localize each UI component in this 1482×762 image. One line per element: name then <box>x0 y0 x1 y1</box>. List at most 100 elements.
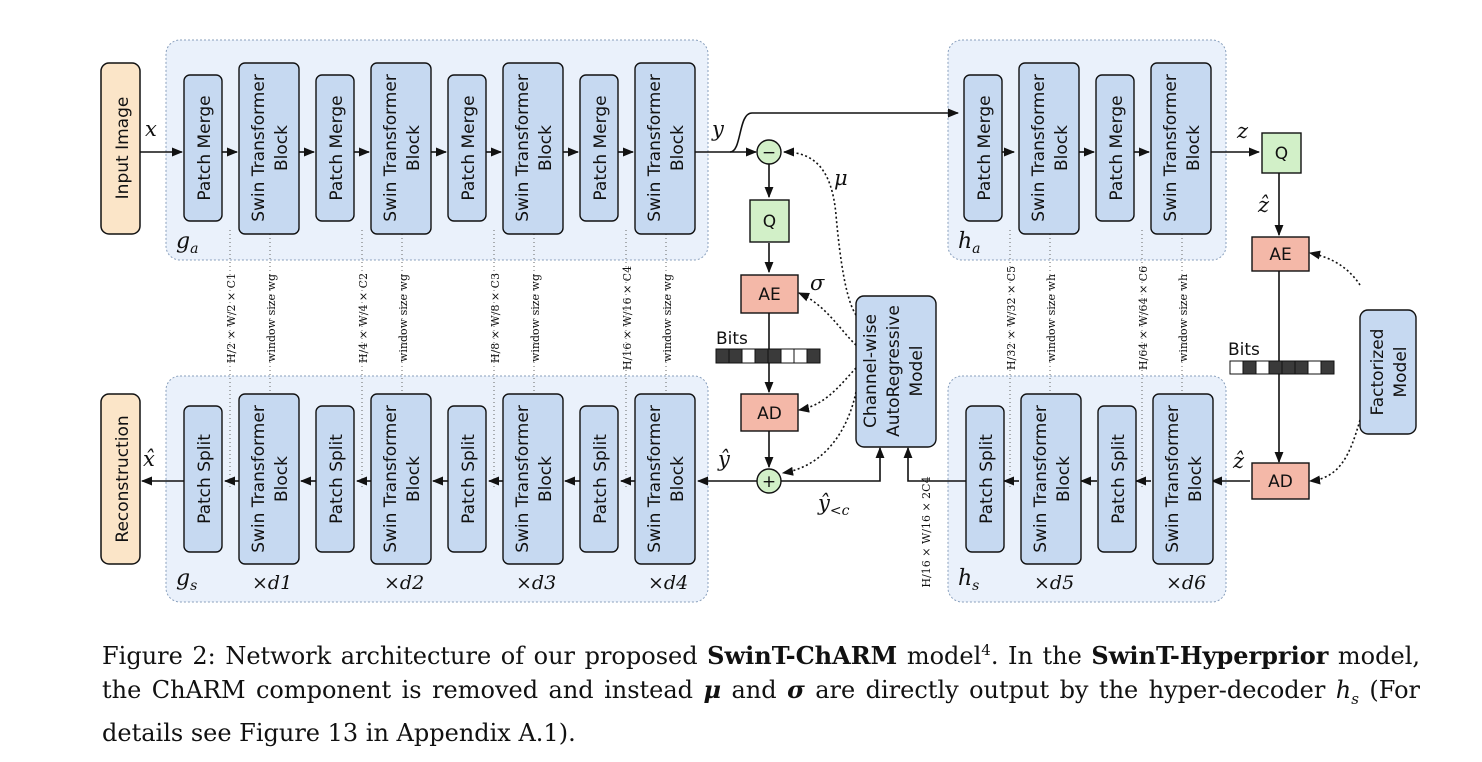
svg-text:Patch Split: Patch Split <box>195 434 215 524</box>
svg-text:Swin Transformer: Swin Transformer <box>513 74 533 222</box>
dotted-connections <box>781 147 1361 485</box>
architecture-diagram: Input Image Reconstruction Patch Merge S… <box>100 39 1417 603</box>
repeat-d4: ×d4 <box>648 572 688 594</box>
caption-text: model <box>897 642 982 670</box>
signal-sigma: σ <box>810 271 825 295</box>
svg-text:−: − <box>762 143 776 163</box>
svg-text:H/64 × W/64 × C6: H/64 × W/64 × C6 <box>1137 266 1150 370</box>
bitstream-right <box>1229 360 1335 375</box>
svg-text:Swin Transformer: Swin Transformer <box>249 74 269 222</box>
add-node: + <box>756 468 782 494</box>
svg-text:Patch Merge: Patch Merge <box>459 95 479 200</box>
svg-text:Block: Block <box>404 125 424 171</box>
svg-text:Swin Transformer: Swin Transformer <box>1029 74 1049 222</box>
ha-label: ha <box>958 229 981 257</box>
svg-text:H/16 × W/16 × C4: H/16 × W/16 × C4 <box>621 266 634 370</box>
arithmetic-encoder-right: AE <box>1251 236 1310 272</box>
svg-text:AD: AD <box>757 404 782 424</box>
gs-label: gs <box>176 566 197 594</box>
figure-caption: Figure 2: Network architecture of our pr… <box>102 633 1420 750</box>
quantizer-right: Q <box>1261 132 1302 174</box>
signal-z: z <box>1236 119 1249 143</box>
svg-text:Patch Split: Patch Split <box>591 434 611 524</box>
svg-text:AE: AE <box>758 285 780 305</box>
arithmetic-encoder-center: AE <box>740 274 799 314</box>
signal-x: x <box>145 117 157 141</box>
repeat-d2: ×d2 <box>384 572 424 594</box>
charm-model-block: Channel-wise AutoRegressive Model <box>855 295 937 448</box>
hs-swin-block-1: Swin Transformer Block <box>1020 393 1082 565</box>
svg-text:Block: Block <box>668 125 688 171</box>
ga-swin-block-4: Swin Transformer Block <box>634 62 696 235</box>
gs-swin-block-4: Swin Transformer Block <box>634 393 696 565</box>
svg-text:Reconstruction: Reconstruction <box>113 415 133 542</box>
ga-patch-merge-2: Patch Merge <box>315 74 355 222</box>
svg-text:Block: Block <box>668 456 688 502</box>
svg-text:H/4 × W/4 × C2: H/4 × W/4 × C2 <box>357 273 370 363</box>
svg-text:Swin Transformer: Swin Transformer <box>1161 74 1181 222</box>
svg-text:window size wg: window size wg <box>397 274 410 362</box>
repeat-d3: ×d3 <box>516 572 556 594</box>
svg-text:AE: AE <box>1269 245 1291 265</box>
svg-text:Block: Block <box>536 125 556 171</box>
gs-patch-split-1: Patch Split <box>183 405 223 553</box>
gs-patch-split-2: Patch Split <box>315 405 355 553</box>
ga-swin-block-2: Swin Transformer Block <box>370 62 432 235</box>
svg-text:Block: Block <box>404 456 424 502</box>
svg-text:Model: Model <box>1391 346 1411 397</box>
signal-y: y <box>711 117 725 141</box>
input-image-block: Input Image <box>100 62 141 235</box>
svg-text:H/8 × W/8 × C3: H/8 × W/8 × C3 <box>489 273 502 363</box>
svg-text:H/2 × W/2 × C1: H/2 × W/2 × C1 <box>225 273 238 363</box>
hs-patch-split-2: Patch Split <box>1097 405 1137 553</box>
svg-text:Patch Split: Patch Split <box>1109 434 1129 524</box>
gs-patch-split-3: Patch Split <box>447 405 487 553</box>
hs-swin-block-2: Swin Transformer Block <box>1152 393 1214 565</box>
ga-label: ga <box>176 229 198 257</box>
dimension-guides <box>229 230 1183 490</box>
svg-text:Block: Block <box>1054 456 1074 502</box>
ga-swin-block-3: Swin Transformer Block <box>502 62 564 235</box>
svg-text:+: + <box>762 472 776 492</box>
svg-text:window size wh: window size wh <box>1177 274 1190 362</box>
svg-text:Swin Transformer: Swin Transformer <box>645 405 665 553</box>
gs-swin-block-1: Swin Transformer Block <box>238 393 300 565</box>
caption-text: . In the <box>990 642 1092 670</box>
svg-text:Swin Transformer: Swin Transformer <box>1031 405 1051 553</box>
svg-text:Patch Split: Patch Split <box>459 434 479 524</box>
svg-text:Block: Block <box>272 456 292 502</box>
quantizer-center: Q <box>749 199 790 243</box>
svg-text:Swin Transformer: Swin Transformer <box>513 405 533 553</box>
svg-text:Patch Merge: Patch Merge <box>195 95 215 200</box>
ga-patch-merge-4: Patch Merge <box>579 74 619 222</box>
svg-text:H/32 × W/32 × C5: H/32 × W/32 × C5 <box>1005 266 1018 370</box>
caption-text: are directly output by the hyper-decoder <box>804 676 1336 704</box>
svg-text:Swin Transformer: Swin Transformer <box>1163 405 1183 553</box>
caption-model-charm: SwinT-ChARM <box>707 641 898 670</box>
svg-text:AD: AD <box>1268 472 1293 492</box>
svg-text:window size wg: window size wg <box>265 274 278 362</box>
ha-patch-merge-2: Patch Merge <box>1095 74 1135 222</box>
signal-y-hat: ŷ <box>717 447 731 471</box>
caption-text: (For details see Figure 13 in Appendix A… <box>102 676 1420 747</box>
svg-text:Channel-wise: Channel-wise <box>861 314 881 428</box>
ga-patch-merge-1: Patch Merge <box>183 74 223 222</box>
reconstruction-block: Reconstruction <box>100 393 141 565</box>
signal-y-hat-less-than-c: ŷ<c <box>817 491 850 519</box>
caption-footnote: 4 <box>981 641 991 659</box>
hs-patch-split-1: Patch Split <box>965 405 1005 553</box>
svg-text:Swin Transformer: Swin Transformer <box>249 405 269 553</box>
signal-mu: μ <box>834 166 848 190</box>
caption-hs: h <box>1335 676 1352 704</box>
svg-text:H/16 × W/16 × 2C4: H/16 × W/16 × 2C4 <box>920 476 933 587</box>
caption-text: Figure 2: Network architecture of our pr… <box>102 642 708 670</box>
caption-model-hyperprior: SwinT-Hyperprior <box>1091 641 1329 670</box>
svg-text:window size wh: window size wh <box>1045 274 1058 362</box>
hs-label: hs <box>958 566 979 594</box>
svg-text:Block: Block <box>1052 125 1072 171</box>
gs-patch-split-4: Patch Split <box>579 405 619 553</box>
repeat-d1: ×d1 <box>252 572 292 594</box>
bits-label-right: Bits <box>1228 340 1260 360</box>
gs-group <box>165 375 709 603</box>
arithmetic-decoder-center: AD <box>740 393 799 432</box>
